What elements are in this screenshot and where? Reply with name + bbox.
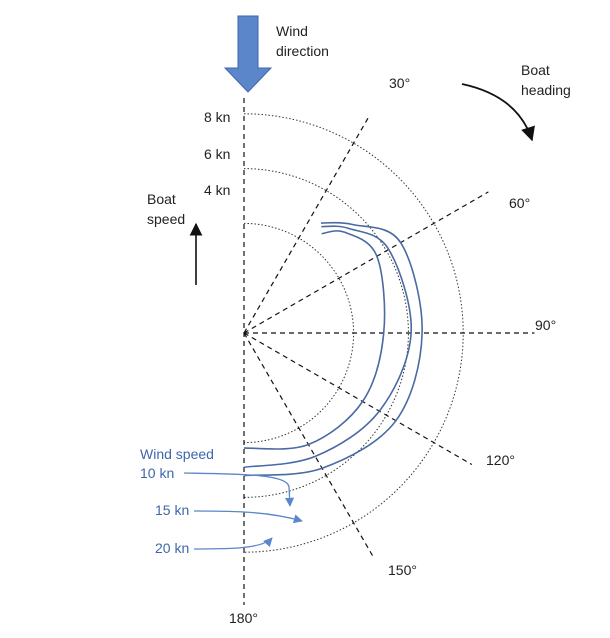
polar-curve-20kn [243, 221, 423, 477]
speed-ring-label-6kn: 6 kn [204, 146, 230, 162]
speed-ring-label-8kn: 8 kn [204, 109, 230, 125]
wind-speed-label-10kn: 10 kn [140, 465, 174, 481]
wind-speed-leader-20kn [193, 537, 273, 550]
wind-speed-leader-15kn [193, 510, 303, 524]
wind-direction-arrow [223, 15, 273, 93]
boat-heading-arrow [461, 83, 535, 142]
boat-speed-label-line2: speed [147, 211, 185, 227]
wind-speed-label-20kn: 20 kn [155, 540, 189, 556]
wind-direction-label-line2: direction [276, 43, 329, 59]
heading-ray-30 [243, 114, 371, 334]
boat-heading-label-line1: Boat [521, 62, 550, 78]
heading-rays [243, 98, 535, 605]
heading-ray-120 [243, 332, 473, 466]
wind-speed-title: Wind speed [140, 446, 214, 462]
polar-curves [243, 221, 423, 477]
boat-heading-label-line2: heading [521, 82, 571, 98]
wind-speed-leader-10kn [183, 472, 295, 507]
speed-ring-label-4kn: 4 kn [204, 182, 230, 198]
heading-label-90: 90° [535, 317, 556, 333]
wind-speed-label-15kn: 15 kn [155, 502, 189, 518]
polar-curve-15kn [243, 225, 412, 469]
heading-label-60: 60° [509, 195, 530, 211]
heading-label-120: 120° [486, 452, 515, 468]
heading-label-30: 30° [389, 75, 410, 91]
boat-speed-label-line1: Boat [147, 191, 176, 207]
heading-label-180: 180° [229, 610, 258, 626]
heading-label-150: 150° [388, 562, 417, 578]
heading-ray-60 [243, 191, 489, 334]
wind-direction-label-line1: Wind [276, 23, 308, 39]
polar-curve-10kn [243, 230, 386, 450]
